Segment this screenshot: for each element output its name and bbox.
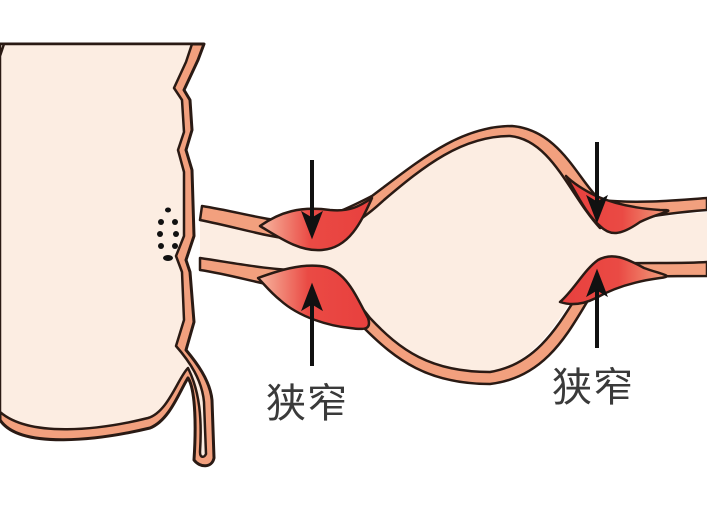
stricture-2-lower <box>558 255 668 306</box>
arrow-up-icon <box>586 268 608 348</box>
small-intestine-lumen <box>200 131 707 372</box>
ileocecal-dots <box>157 207 179 261</box>
arrow-up-icon <box>301 282 323 366</box>
stricture-2 <box>558 174 670 306</box>
stricture-label-left: 狭窄 <box>266 381 348 427</box>
arrows <box>301 142 608 366</box>
arrow-down-icon <box>586 142 608 224</box>
arrow-down-icon <box>301 160 323 240</box>
stricture-2-upper <box>564 174 670 235</box>
large-bowel <box>0 42 216 468</box>
small-intestine <box>198 124 707 386</box>
stricture-label-right: 狭窄 <box>552 365 634 411</box>
large-bowel-lumen <box>0 42 208 458</box>
